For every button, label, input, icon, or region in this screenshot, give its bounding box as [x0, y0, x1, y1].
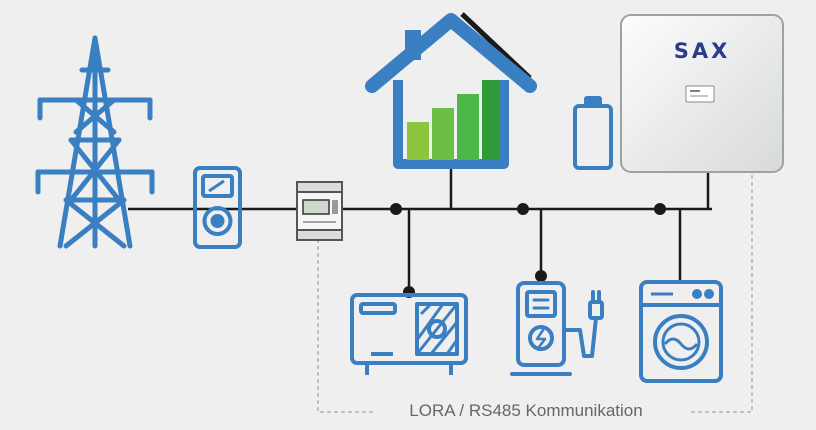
sax-storage-icon: [620, 14, 784, 173]
ev-charger-icon: [510, 281, 604, 376]
communication-dotted-line: [317, 173, 753, 413]
analog-meter-icon: [193, 166, 242, 249]
house-battery-icon: [365, 12, 537, 169]
washing-machine-icon: [639, 280, 723, 383]
transmission-tower-icon: [35, 35, 155, 249]
heat-pump-icon: [350, 293, 468, 375]
din-rail-meter-icon: [296, 181, 343, 241]
inverter-brand-logo: SAX: [673, 39, 731, 63]
solar-panel-icon: [460, 12, 532, 80]
communication-label: LORA / RS485 Kommunikation: [409, 401, 643, 420]
bus-wires: [128, 164, 712, 292]
battery-icon: [573, 96, 613, 170]
